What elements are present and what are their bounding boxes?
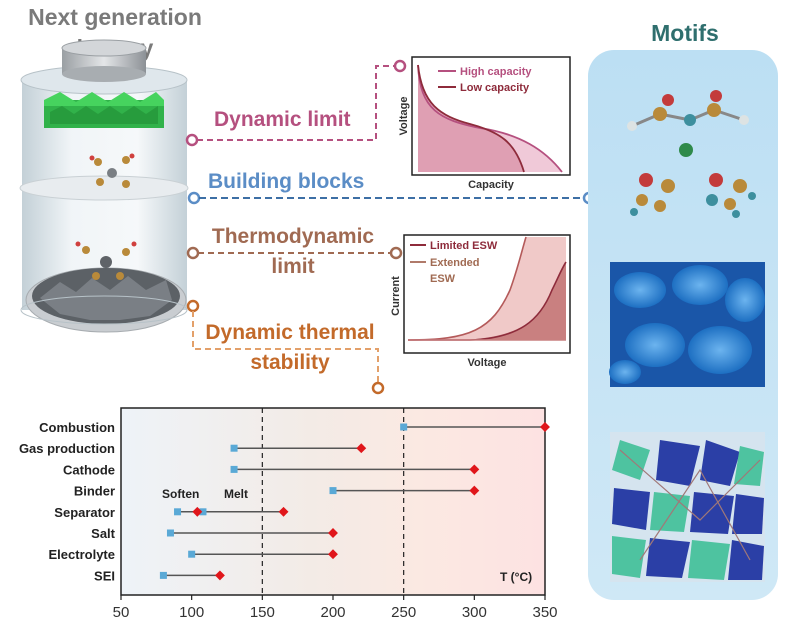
end-marker	[214, 570, 225, 581]
label-thermo-line1: Thermodynamic	[211, 225, 375, 248]
chart-dashed-lines	[261, 408, 405, 595]
connector-dynamic-thermal	[186, 299, 385, 395]
x-tick-label: 150	[250, 604, 275, 621]
x-tick-label: 50	[113, 604, 130, 621]
esw-xlabel: Voltage	[468, 357, 507, 369]
motifs-panel	[588, 50, 778, 600]
chart-unit-label: T (°C)	[500, 570, 532, 584]
category-label: Gas production	[19, 441, 115, 456]
category-label: Combustion	[39, 420, 115, 435]
label-dynamic-limit: Dynamic limit	[214, 108, 351, 131]
annotation-soften: Soften	[162, 487, 199, 501]
end-marker	[328, 528, 338, 538]
start-marker	[230, 465, 238, 473]
label-dynamic-thermal-stability: Dynamic thermal stability	[190, 318, 390, 378]
category-label: SEI	[94, 568, 115, 583]
legend-extended-esw-2: ESW	[430, 273, 456, 285]
category-label: Electrolyte	[49, 547, 115, 562]
x-tick-label: 200	[320, 604, 345, 621]
start-marker	[230, 444, 238, 452]
x-tick-label: 350	[532, 604, 557, 621]
category-label: Cathode	[63, 462, 115, 477]
esw-panel: Limited ESW Extended ESW Voltage Current	[390, 234, 571, 369]
start-marker	[174, 508, 182, 516]
connector-dynamic-limit	[185, 59, 407, 147]
legend-low-capacity: Low capacity	[460, 82, 530, 94]
start-marker	[400, 423, 408, 431]
annotation-melt: Melt	[224, 487, 248, 501]
motif-density-map	[609, 262, 765, 387]
end-marker	[469, 464, 480, 475]
motif-crystal-structure	[610, 432, 765, 582]
label-thermodynamic-limit: Thermodynamic limit	[193, 222, 393, 282]
motifs-title: Motifs	[651, 20, 719, 46]
chart-x-ticks: 50 100 150 200 250 300 350	[113, 595, 558, 621]
start-marker	[188, 550, 196, 558]
end-marker	[469, 485, 480, 496]
connectors	[185, 59, 596, 395]
capacity-xlabel: Capacity	[468, 179, 515, 191]
category-label: Salt	[91, 526, 116, 541]
x-tick-label: 250	[391, 604, 416, 621]
capacity-panel: High capacity Low capacity Capacity Volt…	[398, 56, 571, 191]
esw-ylabel: Current	[390, 276, 402, 316]
melt-start-marker	[199, 508, 207, 516]
molecule-cluster-middle	[89, 153, 135, 188]
capacity-ylabel: Voltage	[398, 97, 410, 136]
x-tick-label: 300	[462, 604, 487, 621]
soften-end-marker	[192, 506, 203, 517]
end-marker	[278, 506, 289, 517]
legend-limited-esw: Limited ESW	[430, 240, 498, 252]
category-label: Binder	[74, 484, 115, 499]
cathode-layer	[44, 92, 164, 128]
start-marker	[159, 571, 167, 579]
end-marker	[356, 443, 367, 454]
x-tick-label: 100	[179, 604, 204, 621]
connector-building-blocks	[187, 191, 596, 205]
end-marker	[540, 422, 550, 432]
end-marker	[328, 549, 338, 560]
category-label: Separator	[54, 505, 115, 520]
battery-title-line1: Next generation	[28, 4, 202, 30]
legend-extended-esw-1: Extended	[430, 257, 480, 269]
legend-high-capacity: High capacity	[460, 66, 532, 78]
label-dts-line2: stability	[250, 351, 330, 374]
label-thermo-line2: limit	[271, 255, 315, 278]
start-marker	[329, 487, 337, 495]
start-marker	[166, 529, 174, 537]
label-dts-line1: Dynamic thermal	[205, 321, 375, 344]
label-building-blocks: Building blocks	[208, 170, 365, 193]
motif-molecules	[627, 90, 756, 218]
connector-thermodynamic-limit	[186, 246, 403, 260]
battery-illustration	[19, 39, 189, 333]
